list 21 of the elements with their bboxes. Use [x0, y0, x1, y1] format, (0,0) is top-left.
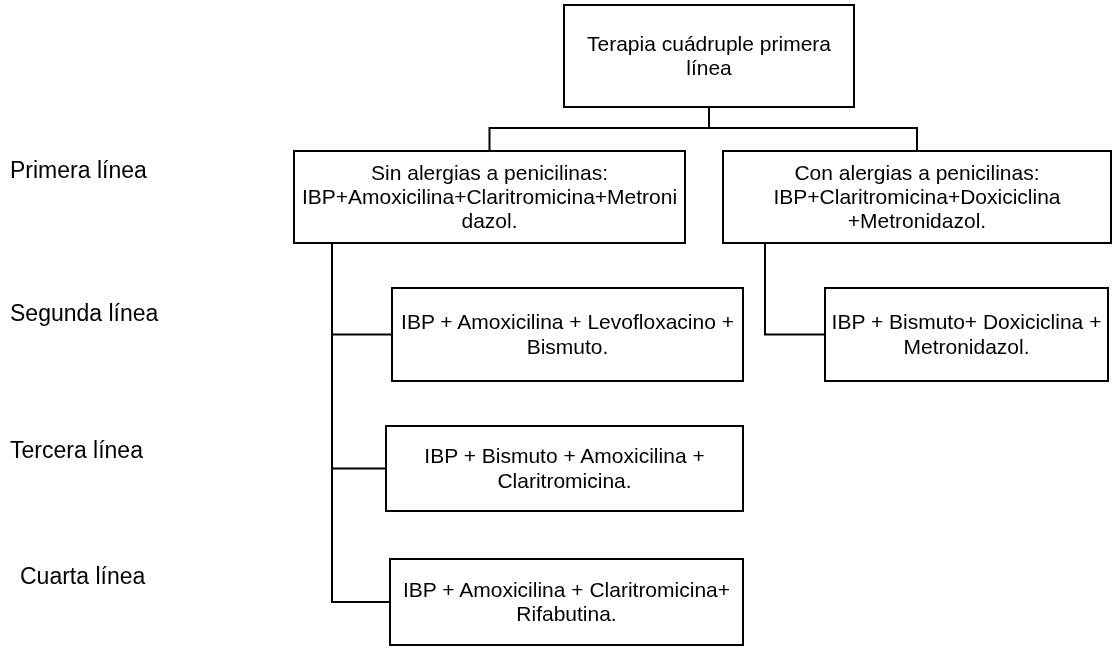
box-text: IBP+Claritromicina+Doxiciclina +Metronidazol. [772, 184, 1062, 234]
box-text: IBP+Amoxicilina+Claritromicina+Metronidazol. [300, 184, 679, 234]
row-label: Cuarta línea [20, 563, 146, 590]
row-label: Primera línea [10, 157, 147, 184]
box-text: IBP + Bismuto+ Doxiciclina + Metronidazol. [830, 310, 1103, 359]
box-text: Sin alergias a penicilinas: [371, 160, 608, 185]
treatment-box [389, 558, 744, 646]
box-text: IBP + Amoxicilina + Claritromicina+ Rifabutina. [402, 577, 731, 627]
row-label: Segunda línea [10, 300, 159, 327]
treatment-box [824, 287, 1109, 382]
treatment-box [391, 287, 744, 382]
treatment-box [385, 425, 744, 512]
row-label: Tercera línea [10, 437, 143, 464]
treatment-box [722, 150, 1112, 244]
treatment-box [293, 150, 686, 244]
box-text: IBP + Bismuto + Amoxicilina + Claritromicina. [423, 444, 706, 493]
box-text: IBP + Amoxicilina + Levofloxacino + Bismuto. [400, 310, 735, 359]
box-text: Terapia cuádruple primera línea [586, 31, 832, 81]
treatment-box [563, 4, 855, 108]
box-text: Con alergias a penicilinas: [794, 160, 1040, 185]
connector-line [764, 243, 825, 336]
